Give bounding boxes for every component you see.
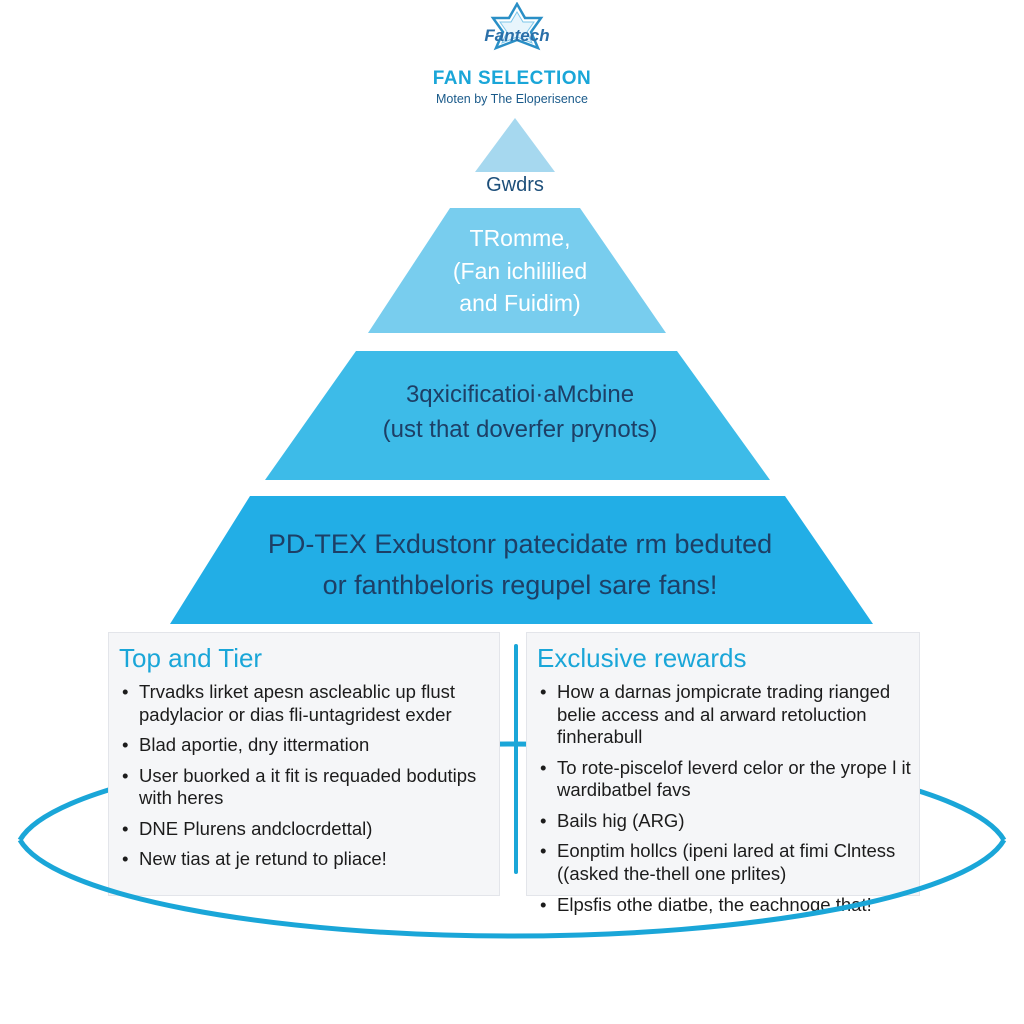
list-item: User buorked a it fit is requaded boduti… — [119, 765, 499, 810]
logo-text: Fantech — [484, 26, 550, 45]
list-item: Bails hig (ARG) — [537, 810, 917, 833]
list-item: New tias at je retund to pliace! — [119, 848, 499, 871]
right-panel-title: Exclusive rewards — [537, 643, 747, 673]
panel-divider — [514, 644, 518, 874]
pyramid-tier-2 — [368, 208, 666, 333]
list-item: Eonptim hollcs (ipeni lared at fimi Clnt… — [537, 840, 917, 885]
page-subtitle: Moten by The Eloperisence — [436, 92, 588, 106]
right-panel-list: How a darnas jompicrate trading rianged … — [537, 681, 917, 924]
tier-2-label: TRomme, (Fan ichililied and Fuidim) — [452, 225, 588, 317]
right-panel: Exclusive rewards How a darnas jompicrat… — [526, 632, 920, 916]
pyramid-tier-1 — [475, 118, 555, 172]
list-item: Trvadks lirket apesn ascleablic up flust… — [119, 681, 499, 726]
pyramid-tier-4 — [170, 496, 873, 624]
tier-1-label: Gwdrs — [486, 174, 544, 196]
list-item: To rote-piscelof leverd celor or the yro… — [537, 757, 917, 802]
list-item: DNE Plurens andclocrdettal) — [119, 818, 499, 841]
left-panel-title: Top and Tier — [119, 643, 263, 673]
list-item: Elpsfis othe diatbe, the eachnoge that! — [537, 894, 917, 917]
star-icon — [490, 2, 544, 51]
list-item: Blad aportie, dny ittermation — [119, 734, 499, 757]
pyramid-tier-1-band — [450, 172, 580, 206]
left-panel: Top and Tier Trvadks lirket apesn asclea… — [108, 632, 500, 896]
tier-4-label: PD-TEX Exdustonr patecidate rm beduted o… — [267, 529, 773, 600]
fantech-logo: Fantech — [462, 2, 572, 68]
list-item: How a darnas jompicrate trading rianged … — [537, 681, 917, 749]
pyramid-tier-3 — [265, 351, 770, 480]
page-title: FAN SELECTION — [432, 68, 592, 89]
tier-3-label: 3qxicificatioi·aMcbine (ust that doverfe… — [382, 381, 658, 443]
left-panel-list: Trvadks lirket apesn ascleablic up flust… — [119, 681, 499, 879]
